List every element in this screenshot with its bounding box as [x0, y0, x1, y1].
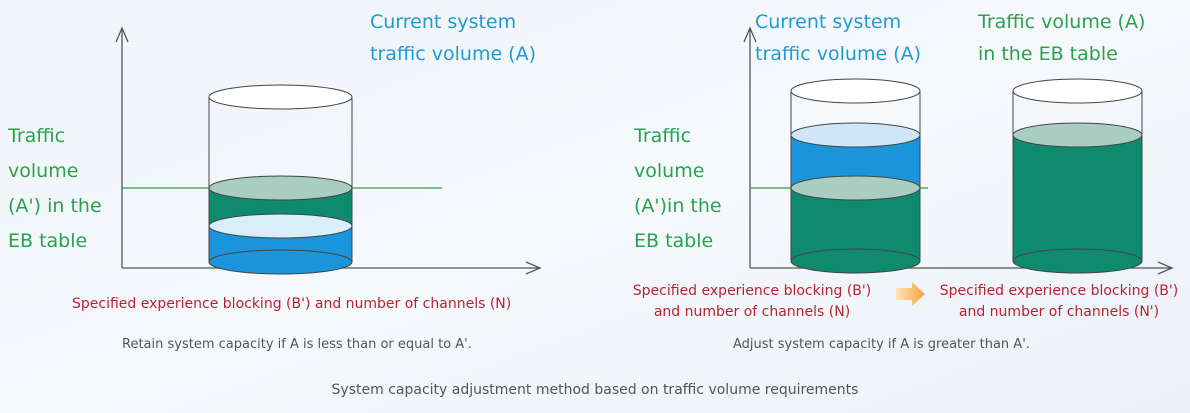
left-eb-traffic-label: Traffic volume (A') in the EB table: [8, 119, 102, 259]
left-caption: Retain system capacity if A is less than…: [122, 337, 472, 352]
right-cylinder-bottom: [790, 248, 921, 274]
left-cylinder-green-top: [208, 175, 353, 201]
target-cylinder-top: [1012, 78, 1143, 104]
right-axis-to-line1: Specified experience blocking (B'): [939, 283, 1179, 299]
left-eb-line2: volume: [8, 160, 79, 182]
left-cylinder-bottom: [208, 249, 353, 275]
right-eb-line1: Traffic: [634, 125, 692, 147]
right-axis-label-from: Specified experience blocking (B') and n…: [618, 281, 886, 323]
left-current-traffic-line2: traffic volume (A): [370, 43, 537, 65]
right-eb-traffic-label: Traffic volume (A')in the EB table: [634, 119, 722, 259]
right-x-axis-arrowhead: [1157, 261, 1174, 275]
right-axis-from-line2: and number of channels (N): [653, 304, 851, 320]
right-current-traffic-line1: Current system: [755, 11, 902, 33]
right-axis-to-line2: and number of channels (N'): [958, 304, 1160, 320]
left-x-axis-arrowhead: [525, 261, 542, 275]
right-caption: Adjust system capacity if A is greater t…: [733, 337, 1030, 352]
left-axis-label: Specified experience blocking (B') and n…: [72, 296, 512, 312]
target-cylinder-green-band: [1013, 135, 1142, 261]
right-axis-from-line1: Specified experience blocking (B'): [632, 283, 872, 299]
right-cylinder-top: [790, 78, 921, 104]
left-cylinder-top: [208, 84, 353, 110]
left-eb-line3: (A') in the: [8, 195, 102, 217]
left-cylinder-blue-top: [208, 213, 353, 239]
right-axis-label-to: Specified experience blocking (B') and n…: [928, 281, 1190, 323]
footer-caption: System capacity adjustment method based …: [331, 382, 859, 398]
target-cylinder-bottom: [1012, 248, 1143, 274]
left-y-axis-arrowhead: [115, 26, 129, 43]
right-arrow-icon: [896, 282, 925, 306]
target-traffic-line1: Traffic volume (A): [978, 11, 1146, 33]
left-current-traffic-label: Current system traffic volume (A): [370, 6, 536, 70]
left-eb-line4: EB table: [8, 230, 88, 252]
target-traffic-line2: in the EB table: [978, 43, 1118, 65]
right-eb-line3: (A')in the: [634, 195, 722, 217]
right-cylinder-current: [790, 78, 921, 274]
right-y-axis-arrowhead: [743, 26, 757, 43]
right-eb-line2: volume: [634, 160, 705, 182]
right-cylinder-blue-top: [790, 122, 921, 148]
right-cylinder-green-top: [790, 175, 921, 201]
right-current-traffic-label: Current system traffic volume (A): [755, 6, 921, 70]
right-current-traffic-line2: traffic volume (A): [755, 43, 922, 65]
target-traffic-label: Traffic volume (A) in the EB table: [978, 6, 1145, 70]
left-cylinder: [208, 84, 353, 275]
right-cylinder-target: [1012, 78, 1143, 274]
target-cylinder-green-top: [1012, 122, 1143, 148]
left-current-traffic-line1: Current system: [370, 11, 517, 33]
left-eb-line1: Traffic: [8, 125, 66, 147]
right-eb-line4: EB table: [634, 230, 714, 252]
